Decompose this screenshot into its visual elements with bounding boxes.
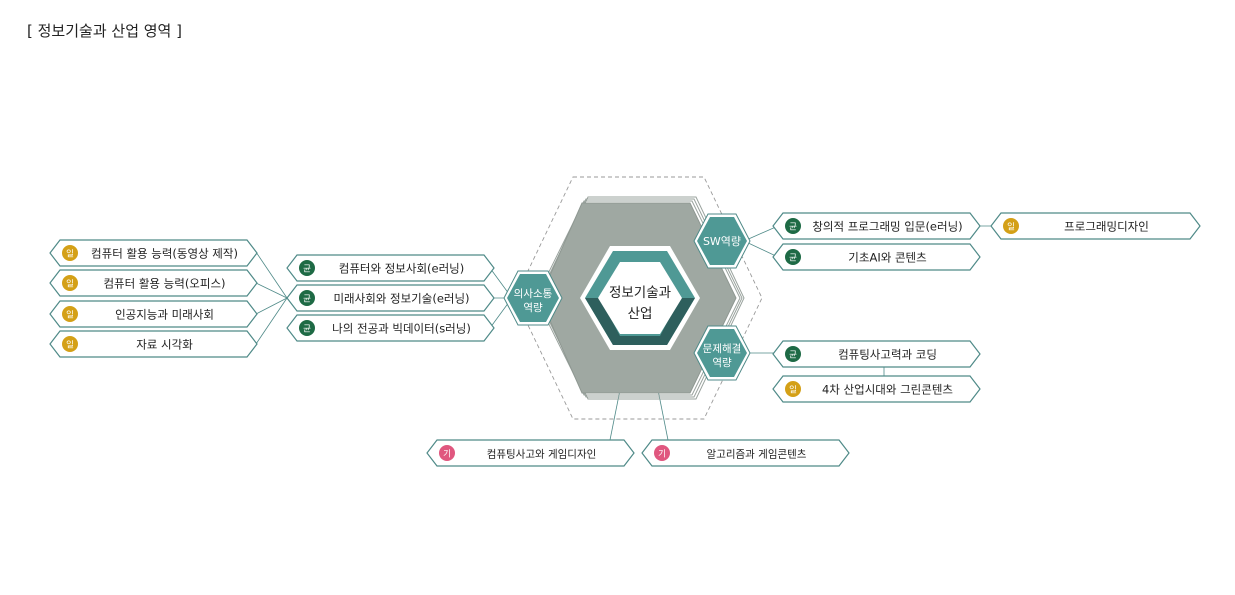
course-badge-label: 일 xyxy=(1007,223,1015,233)
course-label: 프로그래밍디자인 xyxy=(1064,220,1149,234)
course-badge-label: 일 xyxy=(789,386,797,396)
course-badge-label: 균 xyxy=(789,351,797,361)
course-box: 기 컴퓨팅사고와 게임디자인 xyxy=(426,439,635,467)
course-box: 균 기초AI와 콘텐츠 xyxy=(772,243,981,271)
course-box-outline xyxy=(772,375,981,403)
course-box-outline xyxy=(286,284,495,312)
course-label: 4차 산업시대와 그린콘텐츠 xyxy=(822,383,953,397)
course-badge xyxy=(654,445,670,461)
course-box-outline xyxy=(641,439,850,467)
course-badge xyxy=(785,218,801,234)
communication-label-line1: 의사소통 xyxy=(514,288,553,300)
course-badge-label: 일 xyxy=(66,280,74,290)
course-badge-label: 기 xyxy=(658,450,666,460)
course-label: 자료 시각화 xyxy=(136,338,193,352)
course-badge-label: 기 xyxy=(443,450,451,460)
course-label: 기초AI와 콘텐츠 xyxy=(848,251,926,265)
course-badge xyxy=(785,381,801,397)
course-badge xyxy=(299,260,315,276)
course-label: 창의적 프로그래밍 입문(e러닝) xyxy=(812,220,962,234)
course-box-outline xyxy=(990,212,1201,240)
problem-hexagon: 문제해결 역량 xyxy=(693,325,751,381)
course-box: 균 컴퓨팅사고력과 코딩 xyxy=(772,340,981,368)
page-title: [ 정보기술과 산업 영역 ] xyxy=(27,22,182,40)
course-badge xyxy=(299,320,315,336)
course-badge-label: 일 xyxy=(66,341,74,351)
course-badge-label: 균 xyxy=(789,254,797,264)
course-box-outline xyxy=(772,212,981,240)
sw-hexagon: SW역량 xyxy=(693,213,751,269)
sw-label: SW역량 xyxy=(703,235,741,248)
course-label: 미래사회와 정보기술(e러닝) xyxy=(333,292,469,306)
course-box: 균 미래사회와 정보기술(e러닝) xyxy=(286,284,495,312)
course-badge-label: 일 xyxy=(66,311,74,321)
course-box-outline xyxy=(286,254,495,282)
course-box-outline xyxy=(49,269,258,297)
course-badge-label: 균 xyxy=(303,265,311,275)
course-badge xyxy=(1003,218,1019,234)
course-box-outline xyxy=(49,330,258,358)
course-box-outline xyxy=(426,439,635,467)
course-box: 일 인공지능과 미래사회 xyxy=(49,300,258,328)
course-box: 기 알고리즘과 게임콘텐츠 xyxy=(641,439,850,467)
course-label: 컴퓨팅사고력과 코딩 xyxy=(838,348,937,362)
communication-label-line2: 역량 xyxy=(523,302,543,314)
problem-label-line2: 역량 xyxy=(712,357,732,369)
course-label: 컴퓨터 활용 능력(동영상 제작) xyxy=(91,247,238,261)
course-badge xyxy=(62,306,78,322)
center-hexagon: 정보기술과 산업 xyxy=(580,246,700,350)
course-box: 일 프로그래밍디자인 xyxy=(990,212,1201,240)
course-box: 균 컴퓨터와 정보사회(e러닝) xyxy=(286,254,495,282)
course-label: 컴퓨팅사고와 게임디자인 xyxy=(487,448,597,461)
course-badge-label: 일 xyxy=(66,250,74,260)
course-box-outline xyxy=(772,243,981,271)
course-box: 일 4차 산업시대와 그린콘텐츠 xyxy=(772,375,981,403)
course-label: 알고리즘과 게임콘텐츠 xyxy=(707,448,807,461)
course-box: 균 나의 전공과 빅데이터(s러닝) xyxy=(286,314,495,342)
course-label: 나의 전공과 빅데이터(s러닝) xyxy=(332,322,471,336)
course-badge xyxy=(785,346,801,362)
course-badge-label: 균 xyxy=(303,325,311,335)
course-box: 일 자료 시각화 xyxy=(49,330,258,358)
course-box: 일 컴퓨터 활용 능력(동영상 제작) xyxy=(49,239,258,267)
course-label: 인공지능과 미래사회 xyxy=(115,308,214,322)
course-label: 컴퓨터와 정보사회(e러닝) xyxy=(339,262,465,276)
course-badge xyxy=(785,249,801,265)
course-badge xyxy=(62,336,78,352)
center-label-line2: 산업 xyxy=(628,306,653,322)
course-badge xyxy=(439,445,455,461)
course-badge xyxy=(62,245,78,261)
course-badge-label: 균 xyxy=(303,295,311,305)
course-box: 균 창의적 프로그래밍 입문(e러닝) xyxy=(772,212,981,240)
course-box-outline xyxy=(49,300,258,328)
course-badge xyxy=(62,275,78,291)
outer-dashed-hexagon xyxy=(514,176,763,420)
course-box-outline xyxy=(772,340,981,368)
course-label: 컴퓨터 활용 능력(오피스) xyxy=(103,277,225,291)
course-badge xyxy=(299,290,315,306)
communication-hexagon: 의사소통 역량 xyxy=(503,270,563,326)
problem-label-line1: 문제해결 xyxy=(703,342,742,355)
course-box: 일 컴퓨터 활용 능력(오피스) xyxy=(49,269,258,297)
course-box-outline xyxy=(286,314,495,342)
course-box-outline xyxy=(49,239,258,267)
center-label-line1: 정보기술과 xyxy=(609,285,671,301)
course-badge-label: 균 xyxy=(789,223,797,233)
